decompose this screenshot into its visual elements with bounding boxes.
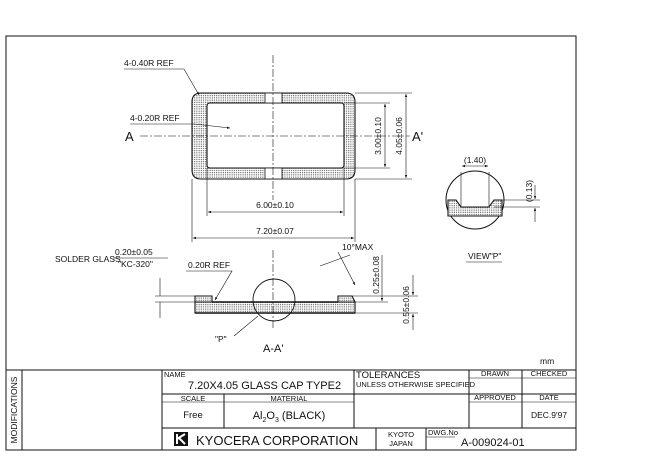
location-city: KYOTO <box>388 430 414 439</box>
section-title: A-A' <box>263 343 283 355</box>
kyocera-logo-icon <box>174 432 188 446</box>
section-label-left: A <box>125 129 134 144</box>
dim-width-outer: 7.20±0.07 <box>256 226 294 236</box>
section-radius-callout: 0.20R REF <box>188 260 230 270</box>
inner-radius-callout: 4-0.20R REF <box>130 113 180 123</box>
date-label: DATE <box>539 393 558 402</box>
material-label: MATERIAL <box>271 394 308 403</box>
draft-angle-callout: 10°MAX <box>342 242 374 252</box>
location-country: JAPAN <box>389 439 413 448</box>
material-value: Al2O3 (BLACK) <box>253 410 326 424</box>
name-label: NAME <box>164 370 186 379</box>
tolerances-value: UNLESS OTHERWISE SPECIFIED <box>356 380 476 389</box>
view-width-dim: (1.40) <box>464 155 486 165</box>
dwg-label: DWG.No <box>428 428 458 437</box>
solder-glass-material: "KC-320" <box>118 259 153 269</box>
title-block <box>6 369 576 450</box>
solder-glass-label: SOLDER GLASS <box>55 254 121 264</box>
company-name: KYOCERA CORPORATION <box>196 433 358 448</box>
dim-depth: 0.25±0.08 <box>371 256 381 294</box>
checked-label: CHECKED <box>531 369 568 378</box>
section-label-right: A' <box>412 129 423 144</box>
top-view <box>140 55 410 200</box>
modifications-label: MODIFICATIONS <box>9 376 19 443</box>
view-height-dim: (0.13) <box>524 180 534 202</box>
scale-value: Free <box>183 410 203 421</box>
units-label: mm <box>540 356 554 366</box>
approved-label: APPROVED <box>474 393 516 402</box>
solder-glass-value: 0.20±0.05 <box>115 247 153 257</box>
dim-height-outer: 4.05±0.06 <box>394 117 404 155</box>
dwg-number: A-009024-01 <box>461 437 525 449</box>
drawn-label: DRAWN <box>481 369 509 378</box>
detail-reference: "P" <box>215 334 227 344</box>
outer-radius-callout: 4-0.40R REF <box>124 58 174 68</box>
drawing-frame <box>5 35 577 451</box>
dim-height-inner: 3.00±0.10 <box>373 117 383 155</box>
tolerances-label: TOLERANCES <box>356 370 420 381</box>
section-view <box>194 250 356 330</box>
scale-label: SCALE <box>181 394 206 403</box>
drawing-name: 7.20X4.05 GLASS CAP TYPE2 <box>188 380 341 392</box>
view-title: VIEW"P" <box>468 251 501 261</box>
dim-thickness: 0.55±0.06 <box>401 286 411 324</box>
date-value: DEC.9'97 <box>531 410 567 420</box>
dim-width-inner: 6.00±0.10 <box>256 200 294 210</box>
